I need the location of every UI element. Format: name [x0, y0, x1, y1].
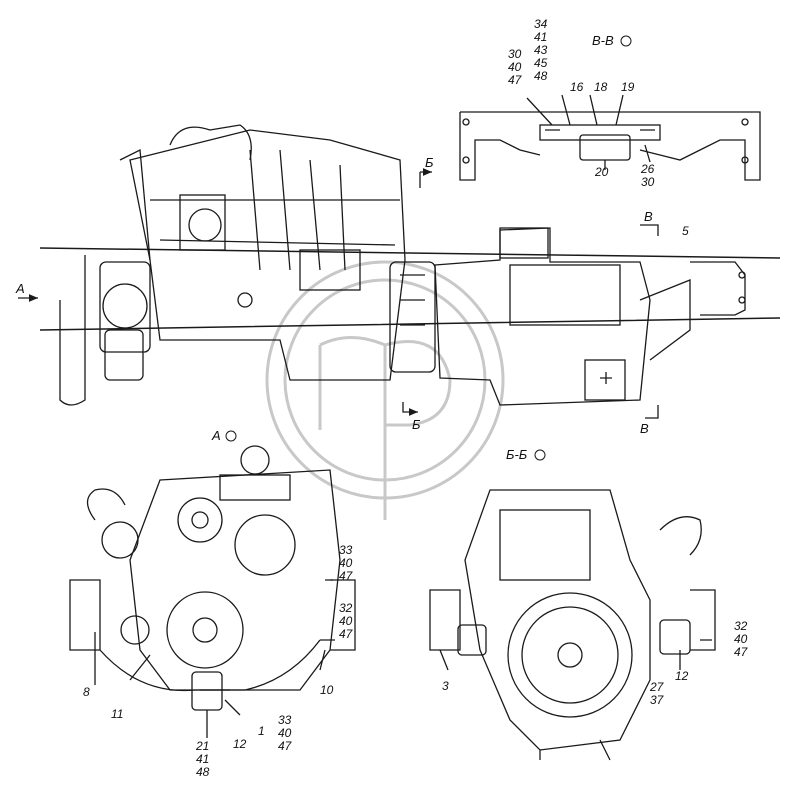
callout-19: 19	[621, 80, 635, 94]
callout-5: 5	[682, 224, 689, 238]
section-bb-marker-icon	[534, 449, 546, 461]
section-bb-title: Б-Б	[506, 447, 528, 462]
callout-stack-30-40-47: 30 40 47	[508, 47, 522, 87]
callout-26-30: 26 30	[641, 162, 655, 189]
callout-8: 8	[83, 685, 90, 699]
label-cut-v-top: В	[644, 209, 653, 224]
section-vv-marker-icon	[620, 35, 632, 47]
section-vv-view	[459, 94, 761, 181]
callout-12-right: 12	[675, 669, 689, 683]
callout-33-top: 33 40 47	[339, 543, 353, 583]
callout-32-left: 32 40 47	[339, 601, 353, 641]
label-cut-b-bottom: Б	[412, 417, 421, 432]
label-cut-v-bottom: В	[640, 421, 649, 436]
callout-33-bottom: 33 40 47	[278, 713, 292, 753]
callout-1: 1	[258, 724, 265, 738]
callout-20: 20	[595, 165, 609, 179]
callout-stack-34-48: 34 41 43 45 48	[534, 17, 548, 83]
view-a-title: А	[212, 428, 221, 443]
callout-18: 18	[594, 80, 608, 94]
callout-27-37: 27 37	[650, 680, 664, 707]
callout-11: 11	[111, 707, 124, 721]
callout-10: 10	[320, 683, 334, 697]
label-cut-b-top: Б	[425, 155, 434, 170]
label-arrow-a: А	[16, 281, 25, 296]
callout-12-left: 12	[233, 737, 247, 751]
cut-marks-b	[402, 172, 432, 416]
view-a-front	[69, 445, 356, 738]
cut-marks-v	[640, 224, 659, 419]
view-a-marker-icon	[225, 430, 237, 442]
callout-16: 16	[570, 80, 584, 94]
callout-32-right: 32 40 47	[734, 619, 748, 659]
callout-21-41-48: 21 41 48	[196, 739, 210, 779]
side-view-engine	[39, 124, 781, 406]
callout-3: 3	[442, 679, 449, 693]
watermark-logo	[265, 260, 505, 520]
section-bb-rear	[429, 489, 716, 761]
section-vv-title: В-В	[592, 33, 614, 48]
